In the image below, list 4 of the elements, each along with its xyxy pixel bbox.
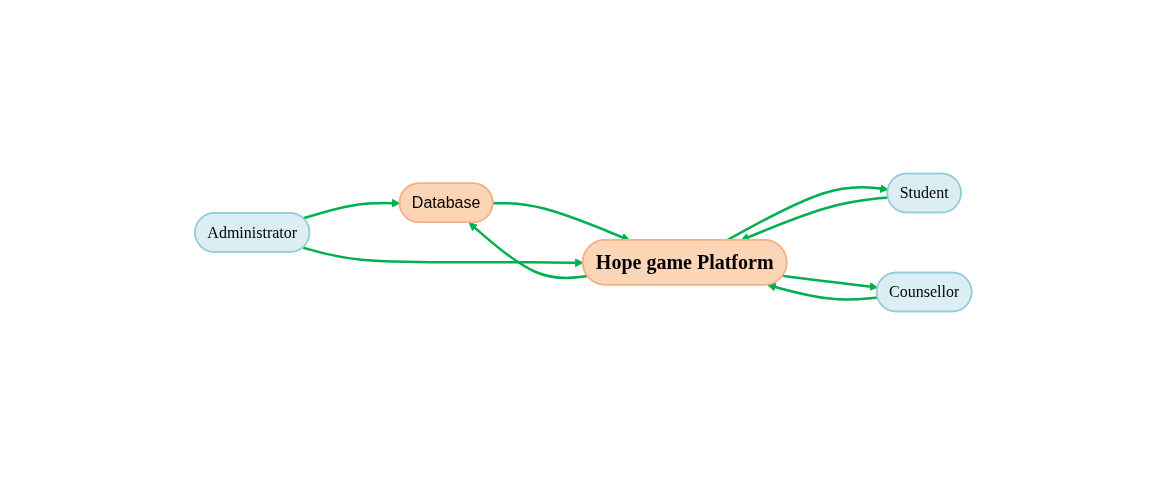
arrow xyxy=(767,282,879,301)
arrow xyxy=(303,246,584,268)
arrow xyxy=(468,222,588,280)
arrow xyxy=(783,274,879,291)
